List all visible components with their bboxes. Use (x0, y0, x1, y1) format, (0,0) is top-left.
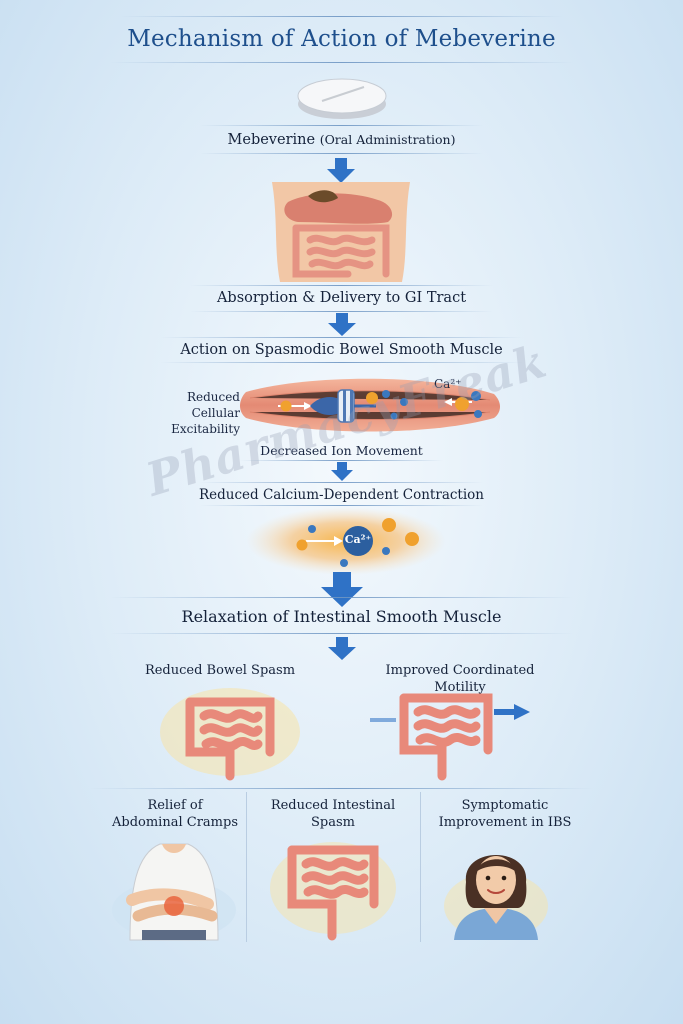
step-administration: Mebeverine (Oral Administration) (0, 132, 683, 148)
intestine-motility-illustration (370, 693, 530, 781)
benefit-ibs-improvement: Symptomatic Improvement in IBS (430, 797, 580, 831)
benefit-ibs-improvement-line1: Symptomatic (461, 798, 549, 813)
arrow-down-icon (327, 158, 355, 183)
tablet-icon (297, 78, 387, 119)
step-administration-drug: Mebeverine (227, 132, 316, 148)
benefit-reduced-spasm: Reduced Intestinal Spasm (258, 797, 408, 831)
page-title: Mechanism of Action of Mebeverine (127, 26, 556, 52)
step-ion-movement: Decreased Ion Movement (260, 443, 423, 458)
benefit-reduced-spasm-line1: Reduced Intestinal (270, 798, 396, 813)
smiling-woman-illustration (444, 855, 548, 940)
benefit-relief-cramps-line1: Relief of (147, 798, 203, 813)
calcium-ion-label: Ca²⁺ (434, 377, 462, 391)
calcium-ion-illustration (246, 507, 446, 575)
arrow-down-icon (321, 572, 363, 607)
smooth-muscle-cell-illustration (240, 378, 500, 432)
arrow-down-icon (331, 462, 353, 481)
benefit-ibs-improvement-line2: Improvement in IBS (438, 815, 572, 830)
benefit-reduced-spasm-line2: Spasm (311, 815, 355, 830)
step-action: Action on Spasmodic Bowel Smooth Muscle (180, 342, 503, 358)
reduced-excitability-line1: Reduced (186, 390, 240, 404)
reduced-excitability-line2: Cellular Excitability (171, 406, 240, 436)
benefit-relief-cramps-line2: Abdominal Cramps (112, 815, 238, 830)
person-abdominal-pain-illustration (112, 843, 236, 941)
calcium-ion-center-label: Ca²⁺ (344, 533, 372, 546)
step-relaxation: Relaxation of Intestinal Smooth Muscle (181, 607, 502, 626)
step-contraction: Reduced Calcium-Dependent Contraction (199, 487, 484, 503)
arrow-down-icon (328, 637, 356, 660)
outcome-improved-motility: Improved Coordinated Motility (385, 663, 535, 695)
benefit-relief-cramps: Relief of Abdominal Cramps (100, 797, 250, 831)
reduced-excitability-label: Reduced Cellular Excitability (140, 389, 240, 437)
step-absorption: Absorption & Delivery to GI Tract (216, 290, 467, 306)
arrow-down-icon (328, 313, 356, 336)
outcome-reduced-spasm: Reduced Bowel Spasm (144, 663, 296, 678)
gi-tract-illustration (272, 182, 410, 282)
intestine-illustration (160, 688, 300, 781)
intestine-relaxed-illustration (270, 842, 396, 941)
step-administration-note: (Oral Administration) (319, 132, 456, 147)
